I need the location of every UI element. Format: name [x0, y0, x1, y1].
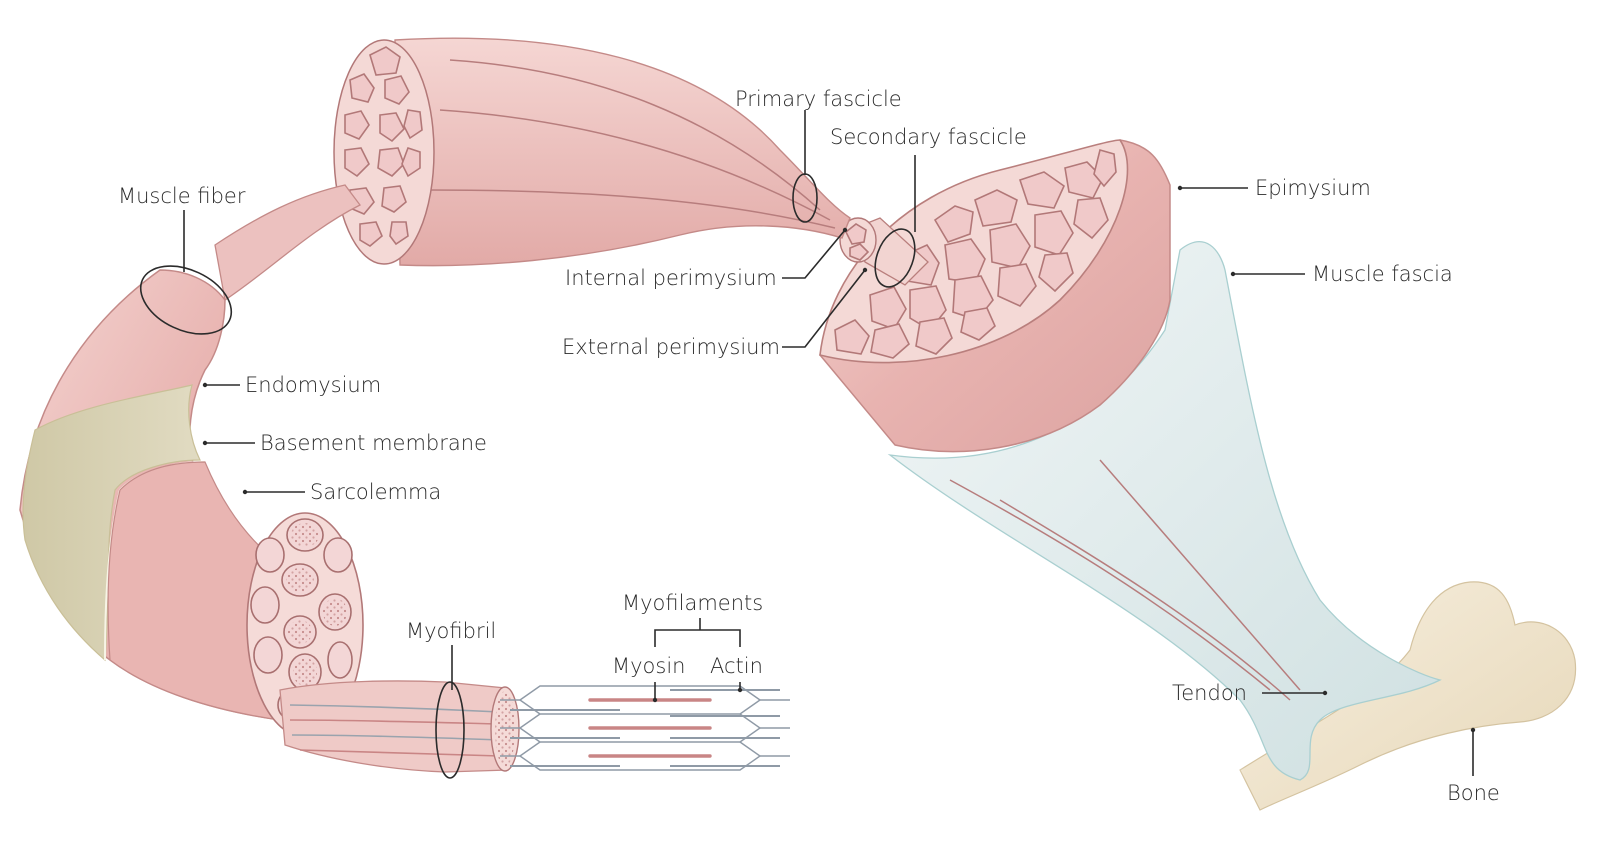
muscle-fascia	[887, 241, 1442, 781]
label-muscle-fascia: Muscle fascia	[1312, 262, 1453, 286]
label-muscle-fiber: Muscle fiber	[118, 184, 246, 208]
label-internal-perimysium: Internal perimysium	[565, 266, 777, 290]
label-myofilaments: Myofilaments	[622, 591, 763, 615]
myofibril	[279, 680, 520, 773]
muscle-fiber	[19, 184, 364, 738]
label-primary-fascicle: Primary fascicle	[735, 87, 902, 111]
label-myofibril: Myofibril	[406, 619, 496, 643]
label-bone: Bone	[1447, 781, 1500, 805]
label-sarcolemma: Sarcolemma	[310, 480, 441, 504]
label-endomysium: Endomysium	[245, 373, 381, 397]
myofilaments	[500, 685, 790, 771]
label-tendon: Tendon	[1172, 681, 1247, 705]
epimysium-cylinder	[818, 139, 1171, 453]
secondary-fascicle	[839, 217, 929, 286]
leader-lines	[139, 110, 1476, 779]
label-external-perimysium: External perimysium	[562, 335, 780, 359]
label-basement-membrane: Basement membrane	[260, 431, 487, 455]
primary-fascicle	[333, 37, 851, 267]
fascicle-cross-section	[834, 149, 1117, 359]
label-actin: Actin	[710, 654, 763, 678]
labels: Muscle fiber Endomysium Basement membran…	[118, 87, 1500, 805]
label-myosin: Myosin	[612, 654, 685, 678]
label-epimysium: Epimysium	[1255, 176, 1371, 200]
label-secondary-fascicle: Secondary fascicle	[830, 125, 1027, 149]
